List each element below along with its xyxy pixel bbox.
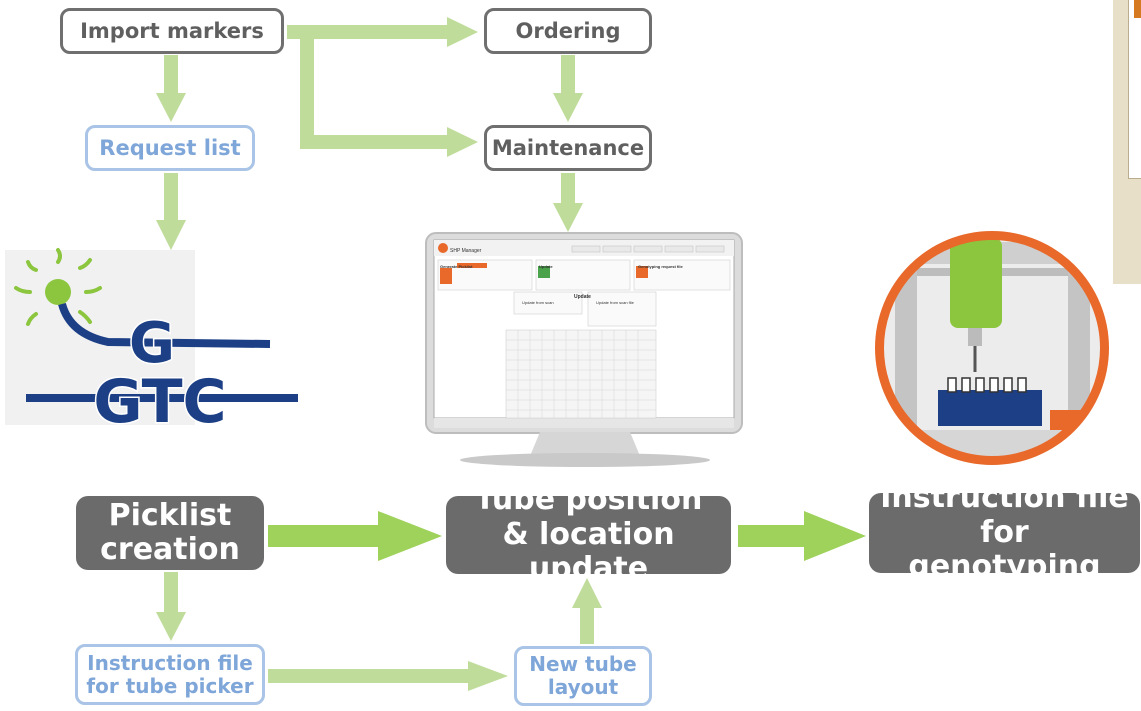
- node-tube-position: Tube position & location update: [446, 483, 731, 586]
- arrow-ordering-to-maintenance: [553, 55, 583, 122]
- app-update-from-scan: Update from scan: [522, 300, 554, 305]
- node-instruction-genotyping: Instruction file for genotyping: [869, 481, 1140, 584]
- monitor-icon: [425, 232, 743, 467]
- node-request-list-label: Request list: [99, 135, 241, 160]
- logo-letter: G: [129, 311, 175, 376]
- node-import-markers: Import markers: [60, 8, 284, 54]
- node-new-tube-layout: New tube layout: [514, 646, 652, 706]
- node-picklist-creation: Picklist creation: [76, 496, 264, 570]
- node-new-tube-layout-label: New tube layout: [529, 652, 637, 699]
- node-ordering: Ordering: [484, 8, 652, 54]
- node-import-markers-label: Import markers: [80, 18, 264, 43]
- app-panel-request-title: Genotyping request file: [638, 264, 683, 269]
- node-ordering-label: Ordering: [515, 18, 621, 43]
- node-maintenance-label: Maintenance: [491, 135, 645, 160]
- node-instruction-picker: Instruction file for tube picker: [75, 644, 265, 705]
- arrow-tube-to-genotyping: [738, 511, 866, 561]
- plate-grid: [505, 329, 657, 419]
- node-request-list: Request list: [85, 125, 255, 171]
- node-maintenance: Maintenance: [484, 125, 652, 171]
- app-update-title: Update: [574, 294, 591, 300]
- node-picklist-creation-label: Picklist creation: [100, 497, 240, 567]
- node-instruction-picker-label: Instruction file for tube picker: [86, 650, 254, 698]
- node-instruction-genotyping-label: Instruction file for genotyping: [880, 480, 1129, 585]
- app-screen-text: SHP Manager Generate Picklist Update Gen…: [434, 240, 734, 418]
- arrow-layout-to-tube: [572, 578, 602, 644]
- app-panel-generate-title: Generate Picklist: [440, 264, 473, 269]
- app-update-from-file: Update from scan file: [596, 300, 634, 305]
- node-tube-position-label: Tube position & location update: [474, 482, 703, 587]
- arrow-maintenance-to-app: [553, 173, 583, 232]
- app-title: SHP Manager: [450, 248, 482, 254]
- arrow-request-to-logo: [156, 173, 186, 250]
- app-panel-update-title: Update: [539, 264, 553, 269]
- gtc-logo: G GTC: [5, 248, 298, 439]
- logo-wordmark: GTC: [93, 367, 226, 437]
- robot-pipette-icon: [875, 231, 1109, 465]
- arrow-import-to-request: [156, 55, 186, 122]
- arrow-import-to-maintenance: [300, 25, 478, 157]
- arrow-picker-to-layout: [268, 661, 508, 691]
- arrow-picklist-to-tube: [268, 511, 442, 561]
- arrow-import-to-ordering: [287, 17, 478, 47]
- arrow-picklist-to-picker: [156, 572, 186, 641]
- cropped-side-panel-inner: [1128, 0, 1141, 179]
- cropped-side-panel-mark: [1134, 0, 1141, 18]
